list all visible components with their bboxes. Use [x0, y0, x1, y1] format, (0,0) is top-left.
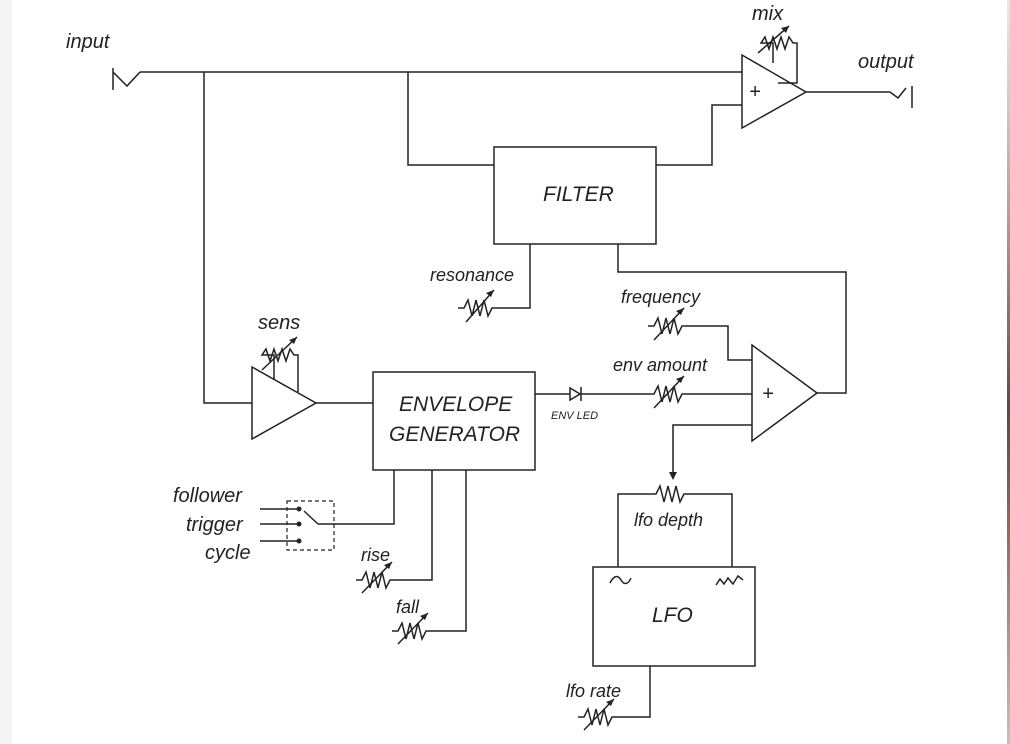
random-wave-icon: [715, 574, 744, 586]
filter-label: FILTER: [543, 183, 614, 206]
filter-control-wire: [617, 244, 847, 394]
fall-potentiometer-icon: [392, 612, 430, 645]
env-amount-label: env amount: [613, 355, 708, 375]
follower-label: follower: [173, 485, 243, 507]
resonance-label: resonance: [430, 265, 514, 285]
envelope-generator-block: [372, 371, 536, 471]
fall-label: fall: [396, 597, 420, 617]
input-label: input: [66, 31, 111, 53]
window-edge: [1007, 0, 1010, 744]
env-led-label: ENV LED: [551, 410, 598, 422]
filter-in-wire: [407, 72, 494, 166]
lfo-label: LFO: [652, 604, 693, 627]
lfo-depth-potentiometer-icon: [617, 483, 733, 567]
sens-branch-wire: [203, 72, 252, 404]
mix-potentiometer-icon: [757, 25, 798, 84]
sine-wave-icon: [609, 575, 632, 585]
mixer-plus-sign: +: [749, 81, 761, 103]
sens-potentiometer-icon: [260, 336, 299, 392]
lfo-to-sum-wire: [669, 424, 752, 480]
cv-summing-amp: +: [751, 343, 819, 443]
sens-amplifier: [251, 365, 318, 441]
filter-block: [493, 146, 657, 245]
rise-wire: [394, 470, 433, 581]
mix-label: mix: [752, 3, 784, 25]
lfo-depth-label: lfo depth: [634, 510, 703, 530]
summing-plus-sign: +: [762, 383, 774, 405]
resonance-potentiometer-icon: [458, 289, 496, 323]
output-label: output: [858, 51, 915, 73]
filter-out-wire: [656, 104, 742, 166]
lfo-rate-label: lfo rate: [566, 681, 621, 701]
output-mixer: +: [741, 53, 808, 130]
trigger-label: trigger: [186, 514, 244, 536]
frequency-potentiometer-icon: [648, 307, 688, 341]
frequency-label: frequency: [621, 287, 701, 307]
envelope-label-line1: ENVELOPE: [399, 393, 513, 416]
fall-wire: [430, 470, 467, 632]
env-amount-potentiometer-icon: [648, 375, 688, 409]
mode-switch: [260, 470, 395, 551]
sens-label: sens: [258, 312, 300, 334]
rise-potentiometer-icon: [356, 561, 394, 594]
resonance-wire: [496, 244, 531, 309]
env-led-diode-icon: [569, 386, 582, 402]
output-jack-icon: [889, 86, 913, 108]
lfo-block: [592, 566, 756, 667]
cycle-label: cycle: [205, 542, 251, 564]
lfo-rate-wire: [616, 666, 651, 718]
lfo-rate-potentiometer-icon: [578, 698, 616, 731]
envelope-label-line2: GENERATOR: [389, 423, 520, 446]
input-jack-icon: [112, 68, 141, 90]
frequency-wire: [688, 325, 752, 361]
rise-label: rise: [361, 545, 390, 565]
